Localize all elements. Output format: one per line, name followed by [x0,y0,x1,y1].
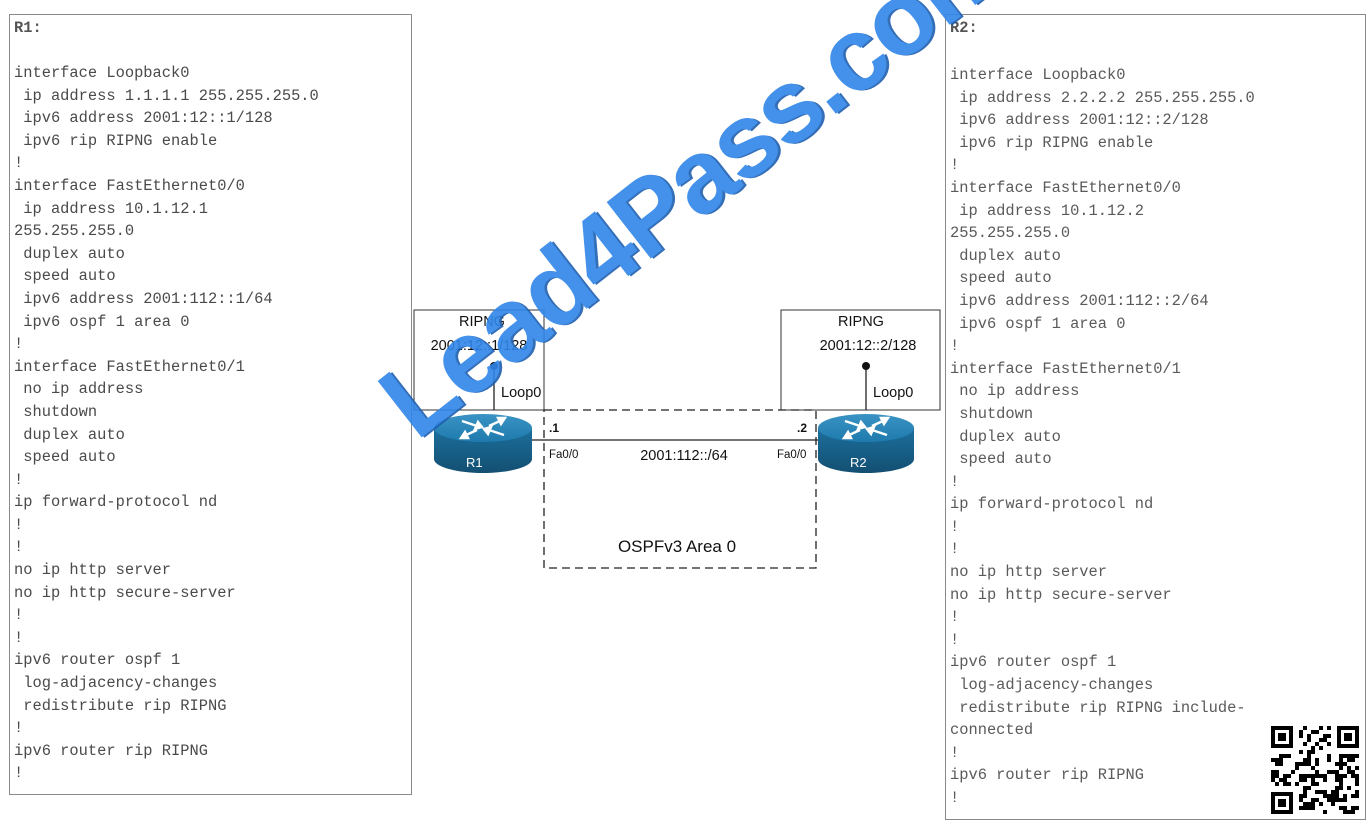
config-line: ip forward-protocol nd [14,493,218,512]
config-line: ip address 1.1.1.1 255.255.255.0 [14,86,319,105]
config-line: no ip http secure-server [14,583,236,602]
ospf-area-label: OSPFv3 Area 0 [618,537,736,556]
config-line: ! [14,606,24,625]
config-line: connected [950,721,1034,740]
r1-loopback-address: 2001:12::1/128 [431,338,528,354]
config-line: log-adjacency-changes [14,674,218,693]
config-line: ! [14,154,24,173]
r2-config-panel: R2: interface Loopback0 ip address 2.2.2… [945,14,1366,820]
qr-code-icon [1268,723,1362,817]
config-line: ! [14,538,24,557]
config-line: ! [950,472,960,491]
config-line: duplex auto [950,246,1061,265]
config-line: log-adjacency-changes [950,676,1154,695]
r1-host-octet: .1 [549,421,559,435]
r2-loopback-dot [862,362,870,370]
r2-config-lines: interface Loopback0 ip address 2.2.2.2 2… [950,64,1363,810]
config-line: ! [14,719,24,738]
config-line: interface FastEthernet0/1 [950,359,1181,378]
ospf-area-box [543,409,817,569]
config-line: ! [950,517,960,536]
config-line: 255.255.255.0 [950,224,1071,243]
r1-interface-label: Fa0/0 [549,449,578,461]
config-line: no ip http server [950,563,1108,582]
config-line: speed auto [14,448,116,467]
config-line: interface FastEthernet0/1 [14,357,245,376]
config-line: interface FastEthernet0/0 [950,178,1181,197]
config-line: interface Loopback0 [14,64,190,82]
config-line: ipv6 rip RIPNG enable [14,131,218,150]
config-line: ! [14,764,24,783]
r2-host-octet: .2 [797,421,807,435]
r1-loopback-dot [490,362,498,370]
config-line: ipv6 address 2001:112::1/64 [14,289,273,308]
r2-interface-label: Fa0/0 [777,449,806,461]
config-line: ! [14,335,24,354]
r1-loopback-label: Loop0 [501,385,541,401]
config-line: duplex auto [14,425,125,444]
config-line: no ip address [14,380,144,399]
config-line: no ip address [950,382,1080,401]
r2-panel-title: R2: [950,19,978,37]
config-line: ip address 2.2.2.2 255.255.255.0 [950,88,1255,107]
r1-config-lines: interface Loopback0 ip address 1.1.1.1 2… [14,62,409,785]
config-line: ! [950,540,960,559]
config-line: ! [14,515,24,534]
r1-panel-title: R1: [14,19,42,37]
config-line: ipv6 router ospf 1 [950,653,1117,672]
config-line: ! [14,628,24,647]
config-line: shutdown [950,404,1034,423]
config-line: ! [950,789,960,807]
config-line: redistribute rip RIPNG [14,696,227,715]
r2-loopback-label: Loop0 [873,385,913,401]
config-line: ipv6 address 2001:112::2/64 [950,291,1209,310]
config-line: redistribute rip RIPNG include- [950,698,1246,717]
config-line: ! [950,156,960,175]
config-line: speed auto [950,450,1052,469]
r2-ripng-box [780,309,941,411]
r2-loopback-address: 2001:12::2/128 [820,338,917,354]
config-line: ! [950,743,960,762]
r2-router-name: R2 [850,455,867,470]
r1-ripng-label: RIPNG [459,314,505,330]
config-line: speed auto [950,269,1052,288]
r1-router-name: R1 [466,455,483,470]
config-line: speed auto [14,267,116,286]
config-line: ipv6 rip RIPNG enable [950,133,1154,152]
config-line: interface FastEthernet0/0 [14,176,245,195]
config-line: ! [950,630,960,649]
r2-router-icon [818,414,914,473]
config-line: ipv6 router ospf 1 [14,651,181,670]
config-line: ! [950,608,960,627]
r1-router-icon [434,414,532,473]
config-line: ipv6 address 2001:12::1/128 [14,109,273,128]
link-subnet-label: 2001:112::/64 [640,448,728,464]
r2-ripng-label: RIPNG [838,314,884,330]
config-line: ip forward-protocol nd [950,495,1154,514]
config-line: ! [950,337,960,356]
config-line: ipv6 ospf 1 area 0 [14,312,190,331]
config-line: no ip http secure-server [950,585,1172,604]
config-line: 255.255.255.0 [14,222,135,241]
config-line: ipv6 router rip RIPNG [14,741,208,760]
config-line: ipv6 address 2001:12::2/128 [950,111,1209,130]
config-line: shutdown [14,402,98,421]
config-line: ip address 10.1.12.2 [950,201,1144,220]
config-line: ! [14,470,24,489]
config-line: interface Loopback0 [950,66,1126,84]
r1-ripng-box [413,309,545,411]
config-line: ipv6 ospf 1 area 0 [950,314,1126,333]
config-line: duplex auto [950,427,1061,446]
config-line: ipv6 router rip RIPNG [950,766,1144,785]
config-line: duplex auto [14,244,125,263]
config-line: no ip http server [14,561,172,580]
r1-config-panel: R1: interface Loopback0 ip address 1.1.1… [9,14,412,795]
config-line: ip address 10.1.12.1 [14,199,208,218]
